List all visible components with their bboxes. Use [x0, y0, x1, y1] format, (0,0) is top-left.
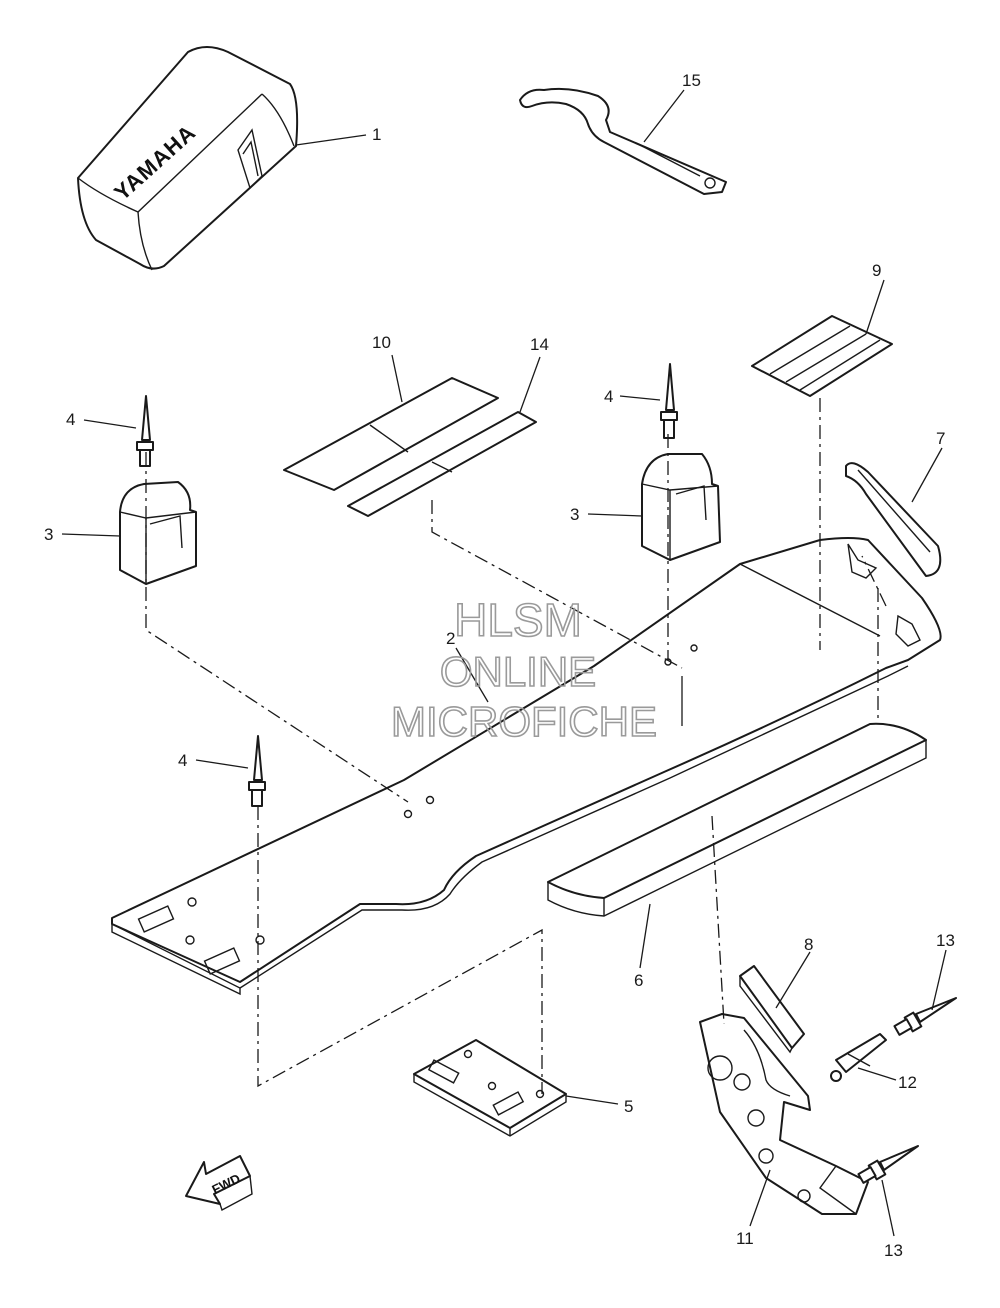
watermark-line-3: MICROFICHE — [391, 698, 657, 745]
callout-4b: 4 — [604, 387, 613, 406]
callout-13b: 13 — [884, 1241, 903, 1260]
rubber-strip-part — [739, 965, 805, 1054]
callout-4c: 4 — [178, 751, 187, 770]
callout-3b: 3 — [570, 505, 579, 524]
rivet-part-4b — [660, 363, 678, 439]
rivet-part-4c — [248, 735, 266, 807]
pad-part — [751, 315, 893, 397]
callout-3a: 3 — [44, 525, 53, 544]
rivet-part-13a — [893, 997, 957, 1036]
clip-part-3a — [119, 481, 197, 585]
callout-12: 12 — [898, 1073, 917, 1092]
watermark-line-1: HLSM — [454, 594, 582, 646]
callout-7: 7 — [936, 429, 945, 448]
main-plate-part — [111, 537, 942, 996]
wire-loop-part — [845, 462, 942, 577]
label-part-14 — [347, 411, 537, 517]
clip-part-3b — [641, 453, 721, 561]
callout-5: 5 — [624, 1097, 633, 1116]
callout-15: 15 — [682, 71, 701, 90]
callout-14: 14 — [530, 335, 549, 354]
plate-bar-part — [547, 722, 927, 917]
bracket-part — [699, 1013, 869, 1215]
rivet-part-4a — [136, 395, 154, 467]
callout-6: 6 — [634, 971, 643, 990]
callout-4a: 4 — [66, 410, 75, 429]
callout-8: 8 — [804, 935, 813, 954]
callout-13a: 13 — [936, 931, 955, 950]
watermark-line-2: ONLINE — [440, 648, 596, 695]
spanner-part — [519, 87, 727, 195]
small-clip-part — [830, 1033, 887, 1082]
rivet-part-13b — [857, 1145, 919, 1184]
fwd-arrow-icon: FWD — [185, 1155, 253, 1212]
callout-2: 2 — [446, 629, 455, 648]
cover-part: YAMAHA — [77, 46, 299, 271]
callout-10: 10 — [372, 333, 391, 352]
label-part-10 — [283, 377, 499, 491]
callout-9: 9 — [872, 261, 881, 280]
small-plate-part — [413, 1039, 567, 1137]
callout-1: 1 — [372, 125, 381, 144]
assembly-lines — [145, 398, 887, 1094]
callout-11: 11 — [736, 1229, 754, 1248]
watermark: HLSM ONLINE MICROFICHE — [390, 593, 658, 746]
